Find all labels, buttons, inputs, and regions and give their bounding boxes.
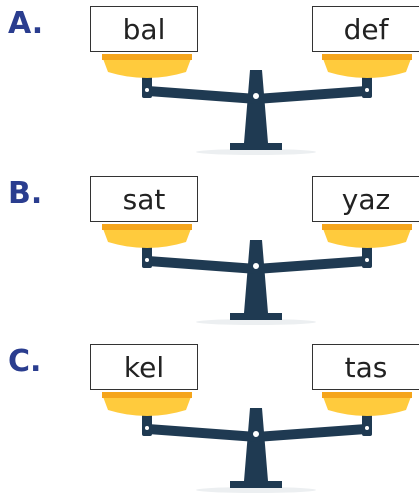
balance-scale-icon [102,392,412,493]
left-word-box: bal [90,6,198,52]
left-word-box: kel [90,344,198,390]
question-a: A. bal def [0,0,419,160]
right-word-box: yaz [312,176,419,222]
right-word-box: tas [312,344,419,390]
option-letter: A. [8,6,44,41]
balance-scale-icon [102,54,412,155]
option-letter: C. [8,344,42,379]
balance-scale-icon [102,224,412,325]
option-letter: B. [8,176,43,211]
right-word-box: def [312,6,419,52]
question-c: C. kel tas [0,338,419,498]
left-word-box: sat [90,176,198,222]
question-b: B. sat yaz [0,170,419,330]
